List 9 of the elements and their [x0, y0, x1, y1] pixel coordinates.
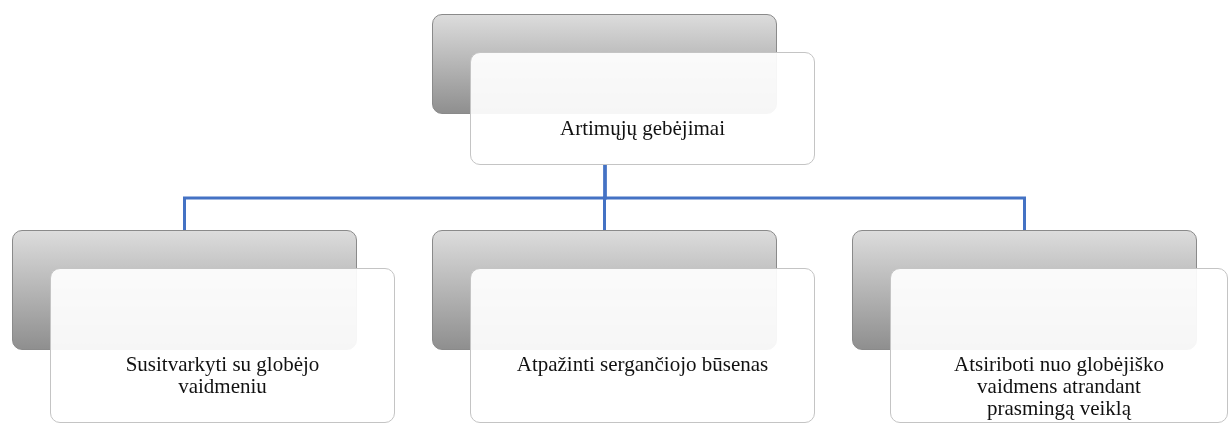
node-label: Artimųjų gebėjimai: [559, 117, 725, 140]
node-label: Susitvarkyti su globėjo vaidmeniu: [124, 353, 321, 398]
text-card: [890, 268, 1228, 423]
text-card: [470, 52, 815, 165]
text-card: [50, 268, 395, 423]
node-label: Atpažinti sergančiojo būsenas: [516, 353, 769, 376]
connector-line: [603, 165, 1026, 230]
node-label: Atsiriboti nuo globėjiško vaidmens atrandant prasmingą veiklą: [953, 353, 1165, 420]
text-card: [470, 268, 815, 423]
